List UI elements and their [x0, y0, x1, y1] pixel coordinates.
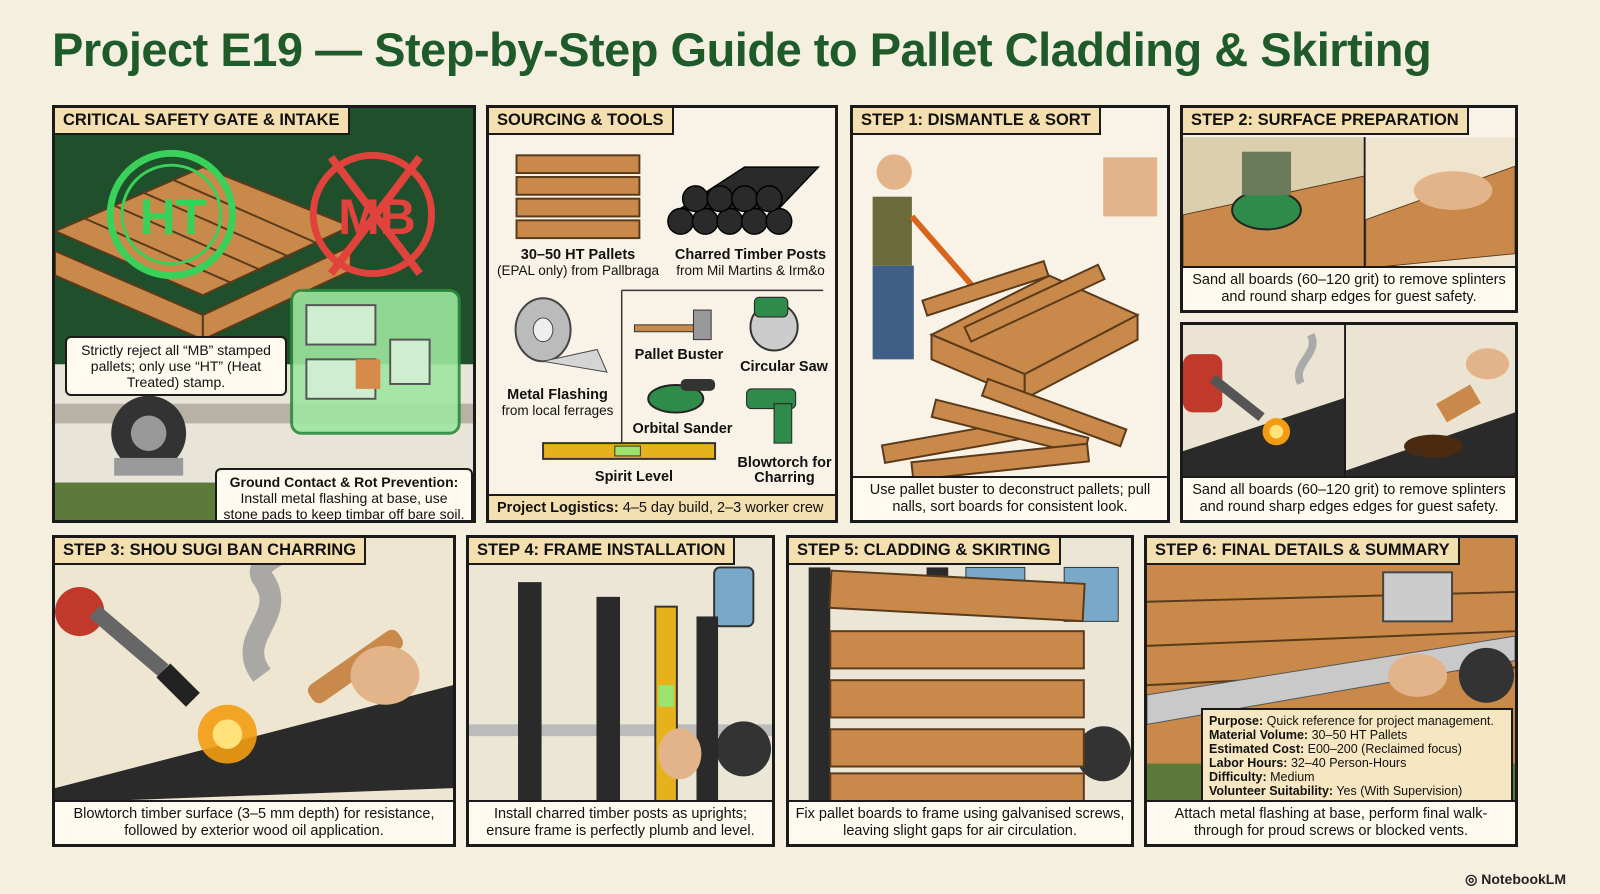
mb-stamp-icon: MB: [338, 189, 416, 245]
step6-caption: Attach metal flashing at base, perform f…: [1147, 800, 1515, 844]
panel-step5: STEP 5: CLADDING & SKIRTING Fix pallet b…: [786, 535, 1134, 847]
summary-row: Difficulty: Medium: [1209, 770, 1315, 784]
item-posts-source: from Mil Martins & Irm&o: [676, 263, 825, 278]
callout-ground-contact: Ground Contact & Rot Prevention: Install…: [215, 468, 473, 522]
step3-caption: Blowtorch timber surface (3–5 mm depth) …: [55, 800, 453, 844]
project-summary: Purpose: Quick reference for project man…: [1201, 708, 1513, 804]
callout-reject-mb: Strictly reject all “MB” stamped pallets…: [65, 336, 287, 396]
panel-safety: CRITICAL SAFETY GATE & INTAKE: [52, 105, 476, 523]
step1-illustration: [853, 108, 1167, 520]
panel-label: STEP 1: DISMANTLE & SORT: [853, 108, 1101, 135]
step2b-illustration: [1183, 325, 1515, 520]
panel-label: STEP 2: SURFACE PREPARATION: [1183, 108, 1469, 135]
callout-ground-text: Install metal flashing at base, use ston…: [223, 490, 465, 522]
panel-label: STEP 3: SHOU SUGI BAN CHARRING: [55, 538, 367, 565]
panel-step2: STEP 2: SURFACE PREPARATION Sand all boa…: [1180, 105, 1518, 313]
panel-label: STEP 6: FINAL DETAILS & SUMMARY: [1147, 538, 1460, 565]
step4-caption: Install charred timber posts as uprights…: [469, 800, 772, 844]
stamp-labels: HT MB: [55, 108, 473, 520]
panel-sourcing: SOURCING & TOOLS: [486, 105, 838, 523]
tool-blowtorch: Blowtorch for Charring: [737, 455, 832, 486]
summary-row: Labor Hours: 32–40 Person-Hours: [1209, 756, 1407, 770]
step2-caption: Sand all boards (60–120 grit) to remove …: [1183, 266, 1515, 310]
panel-step4: STEP 4: FRAME INSTALLATION Install charr…: [466, 535, 775, 847]
summary-row: Volunteer Suitability: Yes (With Supervi…: [1209, 784, 1463, 798]
step5-caption: Fix pallet boards to frame using galvani…: [789, 800, 1131, 844]
tool-pallet-buster: Pallet Buster: [634, 347, 724, 363]
panel-step1: STEP 1: DISMANTLE & SORT Use pallet bu: [850, 105, 1170, 523]
panel-step3: STEP 3: SHOU SUGI BAN CHARRING Blowtorch…: [52, 535, 456, 847]
item-posts: Charred Timber Posts from Mil Martins & …: [663, 247, 835, 279]
summary-row: Estimated Cost: E00–200 (Reclaimed focus…: [1209, 742, 1462, 756]
panel-label: SOURCING & TOOLS: [489, 108, 674, 135]
item-flashing: Metal Flashing from local ferrages: [495, 387, 620, 419]
tool-orbital-sander: Orbital Sander: [632, 421, 733, 437]
step5-illustration: [789, 538, 1131, 844]
panel-step2-charring: Sand all boards (60–120 grit) to remove …: [1180, 322, 1518, 523]
item-flashing-name: Metal Flashing: [507, 387, 608, 403]
item-pallets-source: (EPAL only) from Pallbraga: [496, 263, 660, 278]
step3-illustration: [55, 538, 453, 844]
ht-stamp-icon: HT: [139, 189, 207, 245]
tool-circular-saw: Circular Saw: [740, 359, 828, 375]
step2-illustration: [1183, 108, 1515, 310]
summary-row: Material Volume: 30–50 HT Pallets: [1209, 728, 1408, 742]
panel-label: STEP 5: CLADDING & SKIRTING: [789, 538, 1061, 565]
item-pallets: 30–50 HT Pallets (EPAL only) from Pallbr…: [493, 247, 663, 279]
step1-caption: Use pallet buster to deconstruct pallets…: [853, 476, 1167, 520]
item-posts-name: Charred Timber Posts: [674, 247, 827, 263]
logistics-label: Project Logistics:: [497, 500, 619, 516]
step4-illustration: [469, 538, 772, 844]
callout-ground-title: Ground Contact & Rot Prevention:: [229, 474, 459, 490]
sourcing-illustration: [489, 108, 835, 520]
logistics-text: 4–5 day build, 2–3 worker crew: [622, 500, 824, 516]
brand-logo: ◎ NotebookLM: [1465, 871, 1566, 888]
item-pallets-name: 30–50 HT Pallets: [520, 247, 636, 263]
panel-step6: STEP 6: FINAL DETAILS & SUMMARY Purpose:…: [1144, 535, 1518, 847]
project-logistics: Project Logistics: 4–5 day build, 2–3 wo…: [489, 494, 835, 520]
item-flashing-source: from local ferrages: [501, 403, 614, 418]
page-title: Project E19 — Step-by-Step Guide to Pall…: [52, 23, 1432, 76]
summary-row: Purpose: Quick reference for project man…: [1209, 714, 1494, 728]
panel-label: STEP 4: FRAME INSTALLATION: [469, 538, 736, 565]
tool-spirit-level: Spirit Level: [594, 469, 674, 485]
notebooklm-icon: ◎: [1465, 871, 1482, 887]
step2b-caption: Sand all boards (60–120 grit) to remove …: [1183, 476, 1515, 520]
panel-label: CRITICAL SAFETY GATE & INTAKE: [55, 108, 350, 135]
brand-name: NotebookLM: [1481, 871, 1566, 887]
